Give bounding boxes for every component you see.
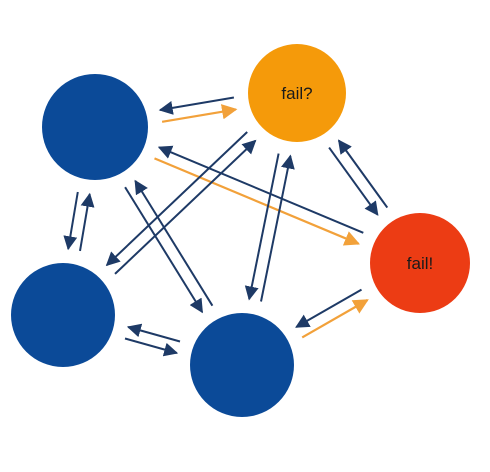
node-circle-bottom bbox=[190, 313, 294, 417]
arrow-top-right-to-left bbox=[105, 131, 248, 267]
arrow-left-to-top-left bbox=[79, 192, 95, 252]
arrow-top-left-to-left bbox=[63, 191, 79, 251]
arrow-top-left-to-top-right bbox=[161, 104, 238, 123]
node-circle-right bbox=[370, 213, 470, 313]
node-bottom bbox=[190, 313, 294, 417]
node-top-right: fail? bbox=[248, 44, 346, 142]
arrow-bottom-to-left bbox=[126, 323, 181, 343]
arrow-bottom-to-right bbox=[301, 299, 369, 339]
node-circle-top-right bbox=[248, 44, 346, 142]
arrow-top-right-to-top-left bbox=[158, 96, 235, 115]
arrow-top-right-to-bottom bbox=[244, 153, 280, 301]
node-top-left bbox=[42, 74, 148, 180]
arrow-left-to-top-right bbox=[114, 139, 257, 275]
edges-layer bbox=[63, 96, 389, 357]
arrow-top-right-to-right bbox=[328, 147, 379, 216]
arrow-top-left-to-right bbox=[154, 157, 361, 246]
arrow-right-to-bottom bbox=[295, 288, 362, 328]
node-label-top-right: fail? bbox=[281, 84, 312, 103]
nodes-layer: fail? fail! bbox=[11, 44, 470, 417]
node-right: fail! bbox=[370, 213, 470, 313]
arrow-bottom-to-top-left bbox=[134, 179, 214, 307]
arrow-right-to-top-left bbox=[157, 145, 364, 234]
node-left bbox=[11, 263, 115, 367]
arrow-right-to-top-right bbox=[337, 139, 389, 209]
arrow-top-left-to-bottom bbox=[124, 186, 204, 314]
node-circle-left bbox=[11, 263, 115, 367]
arrow-bottom-to-top-right bbox=[260, 154, 295, 302]
node-label-right: fail! bbox=[407, 254, 433, 273]
arrow-left-to-bottom bbox=[124, 337, 179, 357]
node-circle-top-left bbox=[42, 74, 148, 180]
